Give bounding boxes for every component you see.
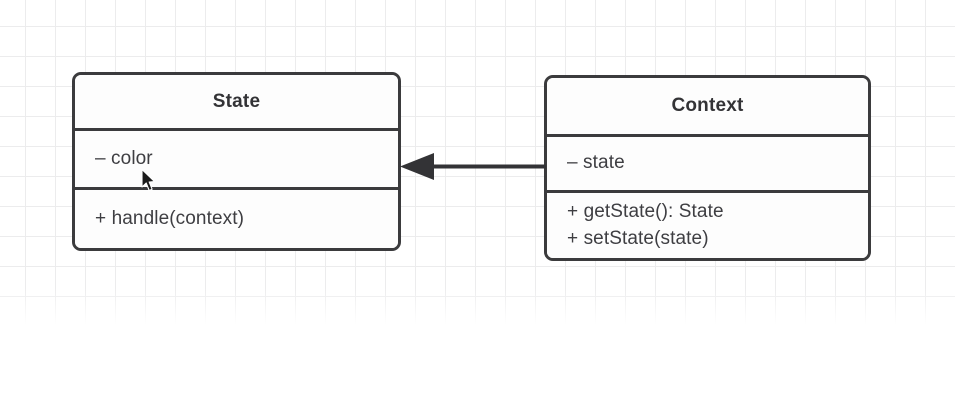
uml-class-context[interactable]: Context – state + getState(): State + se… bbox=[544, 75, 871, 261]
class-context-attributes-compartment: – state bbox=[547, 134, 868, 190]
class-context-methods-compartment: + getState(): State + setState(state) bbox=[547, 190, 868, 258]
association-arrow-context-to-state[interactable] bbox=[396, 150, 548, 184]
class-context-name: Context bbox=[671, 95, 744, 116]
class-state-methods-compartment: + handle(context) bbox=[75, 187, 398, 248]
mouse-pointer-arrow-icon bbox=[141, 169, 156, 192]
class-state-attributes-compartment: – color bbox=[75, 128, 398, 187]
class-context-methods: + getState(): State + setState(state) bbox=[567, 200, 724, 249]
class-state-method: + handle(context) bbox=[95, 207, 245, 229]
grid-fade-overlay bbox=[0, 288, 955, 330]
class-context-attribute: – state bbox=[567, 152, 625, 174]
class-state-name: State bbox=[212, 90, 261, 112]
uml-class-state[interactable]: State – color + handle(context) bbox=[72, 72, 401, 251]
class-context-title-compartment: Context bbox=[547, 78, 868, 134]
class-state-title-compartment: State bbox=[75, 75, 398, 128]
class-state-attribute: – color bbox=[95, 147, 153, 169]
arrowhead-filled-triangle bbox=[400, 153, 434, 180]
